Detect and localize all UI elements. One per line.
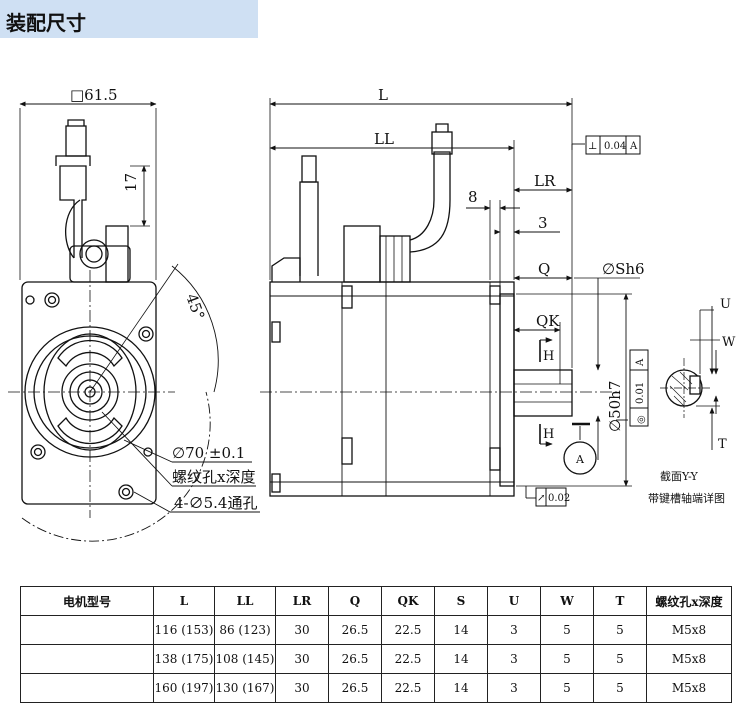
table-cell: 3 [487, 615, 541, 645]
table-cell: 130 (167) [214, 673, 276, 703]
bolt-circle-label: ∅70 ±0.1 [172, 444, 245, 462]
dim-Q-label: Q [538, 260, 550, 278]
col-header: LR [275, 586, 329, 616]
thread-hole-label: 螺纹孔x深度 [172, 468, 255, 486]
dim-L-label: L [378, 86, 388, 104]
table-cell: 30 [275, 644, 329, 674]
table-cell: 30 [275, 615, 329, 645]
conc-datum: A [635, 358, 646, 367]
table-header-row: 电机型号 L LL LR Q QK S U W T 螺纹孔x深度 [20, 586, 732, 616]
col-header: S [434, 586, 488, 616]
dim-3-label: 3 [538, 214, 548, 232]
table-cell: 138 (175) [153, 644, 215, 674]
table-cell: 5 [593, 615, 647, 645]
table-cell [20, 673, 154, 703]
table-row: 160 (197) 130 (167) 30 26.5 22.5 14 3 5 … [20, 673, 732, 703]
perp-value: 0.04 [604, 141, 626, 152]
section-U-label: U [720, 297, 731, 312]
tolerance-frames [535, 135, 649, 507]
table-cell: 5 [540, 673, 594, 703]
front-view [8, 101, 260, 542]
table-cell: 26.5 [328, 673, 382, 703]
holes-label: 4-∅5.4通孔 [174, 494, 257, 512]
table-cell [20, 644, 154, 674]
col-header: W [540, 586, 594, 616]
perp-symbol: ⊥ [588, 141, 597, 152]
section-title: 截面Y-Y [660, 469, 699, 483]
col-header: 螺纹孔x深度 [646, 586, 732, 616]
table-row: 116 (153) 86 (123) 30 26.5 22.5 14 3 5 5… [20, 615, 732, 645]
section-header: 装配尺寸 [0, 0, 258, 38]
table-cell: 5 [540, 615, 594, 645]
runout-symbol: ↗ [537, 493, 545, 504]
datum-A-label: A [575, 453, 585, 466]
table-cell: 5 [593, 673, 647, 703]
dim-QK-label: QK [536, 312, 560, 330]
conc-value: 0.01 [635, 382, 646, 404]
table-cell: M5x8 [646, 673, 732, 703]
table-cell: 5 [540, 644, 594, 674]
table-cell: 160 (197) [153, 673, 215, 703]
section-H-top-label: H [543, 349, 554, 364]
table-cell: 108 (145) [214, 644, 276, 674]
specs-table: 电机型号 L LL LR Q QK S U W T 螺纹孔x深度 116 (15… [20, 586, 732, 703]
table-cell: 30 [275, 673, 329, 703]
table-cell: 116 (153) [153, 615, 215, 645]
col-header: L [153, 586, 215, 616]
col-header: T [593, 586, 647, 616]
section-caption: 带键槽轴端详图 [648, 491, 725, 505]
table-cell: 3 [487, 673, 541, 703]
side-view [260, 98, 640, 499]
dim-Sh6-label: ∅Sh6 [602, 260, 645, 278]
perp-datum: A [629, 141, 638, 152]
conc-symbol: ◎ [636, 415, 647, 424]
dim-LR-label: LR [534, 172, 556, 190]
table-cell: 14 [434, 673, 488, 703]
section-view [660, 306, 720, 450]
section-T-label: T [718, 437, 727, 452]
table-cell: 26.5 [328, 644, 382, 674]
table-cell: 5 [593, 644, 647, 674]
col-header: 电机型号 [20, 586, 154, 616]
col-header: QK [381, 586, 435, 616]
table-cell: 14 [434, 644, 488, 674]
table-cell [20, 615, 154, 645]
table-cell: 26.5 [328, 615, 382, 645]
table-cell: 22.5 [381, 615, 435, 645]
dim-angle-label: 45° [182, 291, 208, 322]
assembly-drawing: □61.5 17 45° ∅70 ±0.1 螺纹孔x深度 4-∅5.4通孔 L … [8, 86, 736, 542]
col-header: Q [328, 586, 382, 616]
table-cell: 14 [434, 615, 488, 645]
dim-8-label: 8 [468, 188, 478, 206]
dim-shaft-label: ∅50h7 [606, 381, 624, 432]
section-title: 装配尺寸 [6, 11, 86, 35]
table-cell: 3 [487, 644, 541, 674]
table-row: 138 (175) 108 (145) 30 26.5 22.5 14 3 5 … [20, 644, 732, 674]
col-header: LL [214, 586, 276, 616]
col-header: U [487, 586, 541, 616]
dim-square-label: □61.5 [70, 86, 118, 104]
table-cell: 22.5 [381, 673, 435, 703]
dim-LL-label: LL [374, 130, 394, 148]
table-cell: M5x8 [646, 615, 732, 645]
table-cell: M5x8 [646, 644, 732, 674]
table-cell: 86 (123) [214, 615, 276, 645]
runout-value: 0.02 [548, 493, 570, 504]
dim-17-label: 17 [122, 173, 140, 192]
section-H-bottom-label: H [543, 427, 554, 442]
section-W-label: W [722, 335, 736, 350]
table-cell: 22.5 [381, 644, 435, 674]
